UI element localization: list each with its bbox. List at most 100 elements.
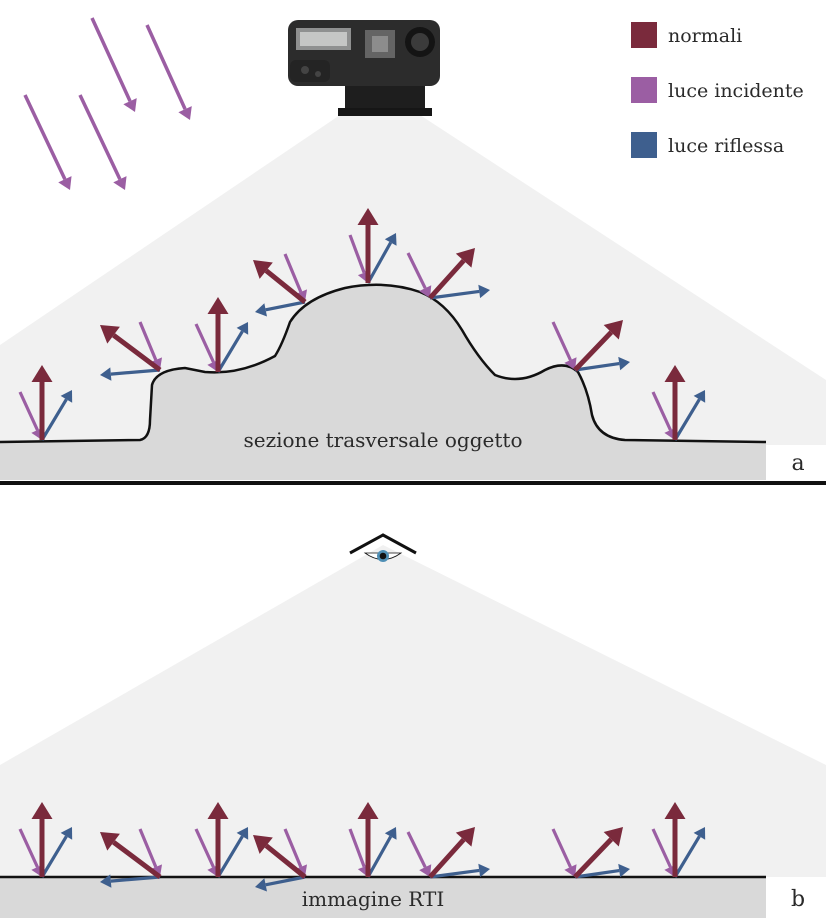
object-outline (0, 283, 767, 444)
reflected-arrow-head (100, 874, 112, 888)
incident-ray-2-head (58, 176, 72, 190)
eye-icon (349, 533, 417, 562)
legend-item-reflected: luce riflessa (631, 132, 784, 158)
panel-letter-b: b (791, 887, 805, 912)
incident-ray-1-shaft (145, 24, 187, 110)
reflected-arrow-head (60, 390, 73, 403)
incident-ray-2-shaft (23, 94, 67, 180)
reflected-arrow-shaft (429, 868, 480, 879)
reflected-arrow-shaft (574, 361, 620, 372)
normal-arrow-head (664, 365, 686, 382)
reflected-arrow-head (236, 322, 249, 335)
reflected-arrow-shaft (366, 835, 393, 878)
legend-swatch-normal (631, 22, 657, 48)
eye-view-cone (0, 545, 826, 877)
rti-image-strip (0, 877, 766, 918)
incident-arrow-shaft (18, 828, 39, 868)
incident-arrow-head (564, 864, 577, 877)
reflected-arrow-head (236, 827, 249, 840)
reflected-arrow-head (384, 233, 397, 246)
incident-arrow-head (419, 864, 432, 877)
normal-arrow-head (253, 835, 273, 854)
reflected-arrow-shaft (110, 875, 161, 883)
reflected-arrow-shaft (40, 398, 68, 441)
legend: normali luce incidente luce riflessa (631, 22, 804, 158)
legend-item-incident: luce incidente (631, 77, 804, 103)
incident-arrow-shaft (194, 323, 215, 363)
incident-light-rays (23, 17, 192, 190)
reflected-arrow-shaft (429, 289, 480, 300)
incident-arrow-shaft (138, 321, 158, 361)
normal-arrow-head (357, 802, 379, 819)
arrow-cluster (348, 802, 397, 878)
reflected-arrow-shaft (216, 330, 244, 373)
incident-ray-1-head (178, 106, 192, 120)
normal-arrow-head (664, 802, 686, 819)
incident-arrow-shaft (406, 252, 427, 289)
reflected-arrow-shaft (673, 398, 701, 441)
reflected-arrow-shaft (265, 875, 306, 887)
arrow-cluster (651, 802, 706, 878)
normal-arrow-shaft (428, 837, 466, 879)
reflected-arrow-shaft (216, 835, 244, 878)
legend-swatch-incident (631, 77, 657, 103)
reflected-arrow-head (478, 863, 490, 878)
reflected-arrow-head (693, 827, 706, 840)
incident-arrow-head (419, 285, 432, 298)
normal-arrow-head (455, 248, 475, 268)
normal-arrow-head (100, 832, 120, 851)
reflected-arrow-head (618, 356, 630, 371)
incident-arrow-shaft (551, 321, 572, 361)
normal-arrow-head (207, 802, 229, 819)
arrow-cluster (651, 365, 706, 441)
arrow-cluster (253, 828, 308, 892)
arrow-cluster (100, 321, 163, 381)
arrow-cluster (253, 253, 308, 317)
reflected-arrow-shaft (110, 368, 161, 376)
legend-label-incident: luce incidente (668, 80, 804, 102)
reflected-arrow-shaft (265, 300, 306, 312)
legend-swatch-reflected (631, 132, 657, 158)
arrow-cluster (551, 827, 630, 879)
normal-arrow-head (603, 827, 623, 847)
arrow-cluster (18, 802, 73, 878)
normal-arrow-shaft (573, 837, 614, 879)
legend-label-normal: normali (668, 25, 742, 47)
incident-arrow-shaft (551, 828, 572, 868)
surface-arrows-a (18, 208, 706, 441)
reflected-arrow-head (100, 367, 112, 381)
normal-arrow-head (357, 208, 379, 225)
reflected-arrow-head (384, 827, 397, 840)
normal-arrow-head (31, 802, 53, 819)
legend-label-reflected: luce riflessa (668, 135, 784, 157)
incident-ray-0-shaft (90, 17, 132, 102)
incident-arrow-shaft (18, 391, 39, 431)
normal-arrow-head (207, 297, 229, 314)
normal-arrow-head (31, 365, 53, 382)
normal-arrow-shaft (264, 268, 307, 304)
reflected-arrow-shaft (673, 835, 701, 878)
panel-letter-a: a (791, 451, 804, 476)
arrow-cluster (194, 297, 249, 373)
incident-arrow-shaft (283, 253, 303, 293)
incident-arrow-shaft (138, 828, 158, 868)
incident-arrow-head (564, 357, 577, 370)
incident-arrow-shaft (406, 831, 427, 868)
incident-arrow-shaft (348, 234, 366, 274)
incident-arrow-shaft (651, 391, 672, 431)
normal-arrow-head (603, 320, 623, 340)
incident-arrow-shaft (283, 828, 303, 868)
legend-item-normal: normali (631, 22, 742, 48)
reflected-arrow-shaft (574, 868, 620, 879)
reflected-arrow-head (255, 303, 267, 317)
panel-separator (0, 481, 826, 485)
surface-arrows-b (18, 802, 706, 892)
arrow-cluster (348, 208, 397, 284)
object-label: sezione trasversale oggetto (243, 428, 522, 452)
incident-ray-3-head (113, 176, 127, 190)
normal-arrow-head (100, 325, 120, 344)
rti-image-label: immagine RTI (302, 887, 444, 911)
normal-arrow-shaft (112, 840, 162, 880)
